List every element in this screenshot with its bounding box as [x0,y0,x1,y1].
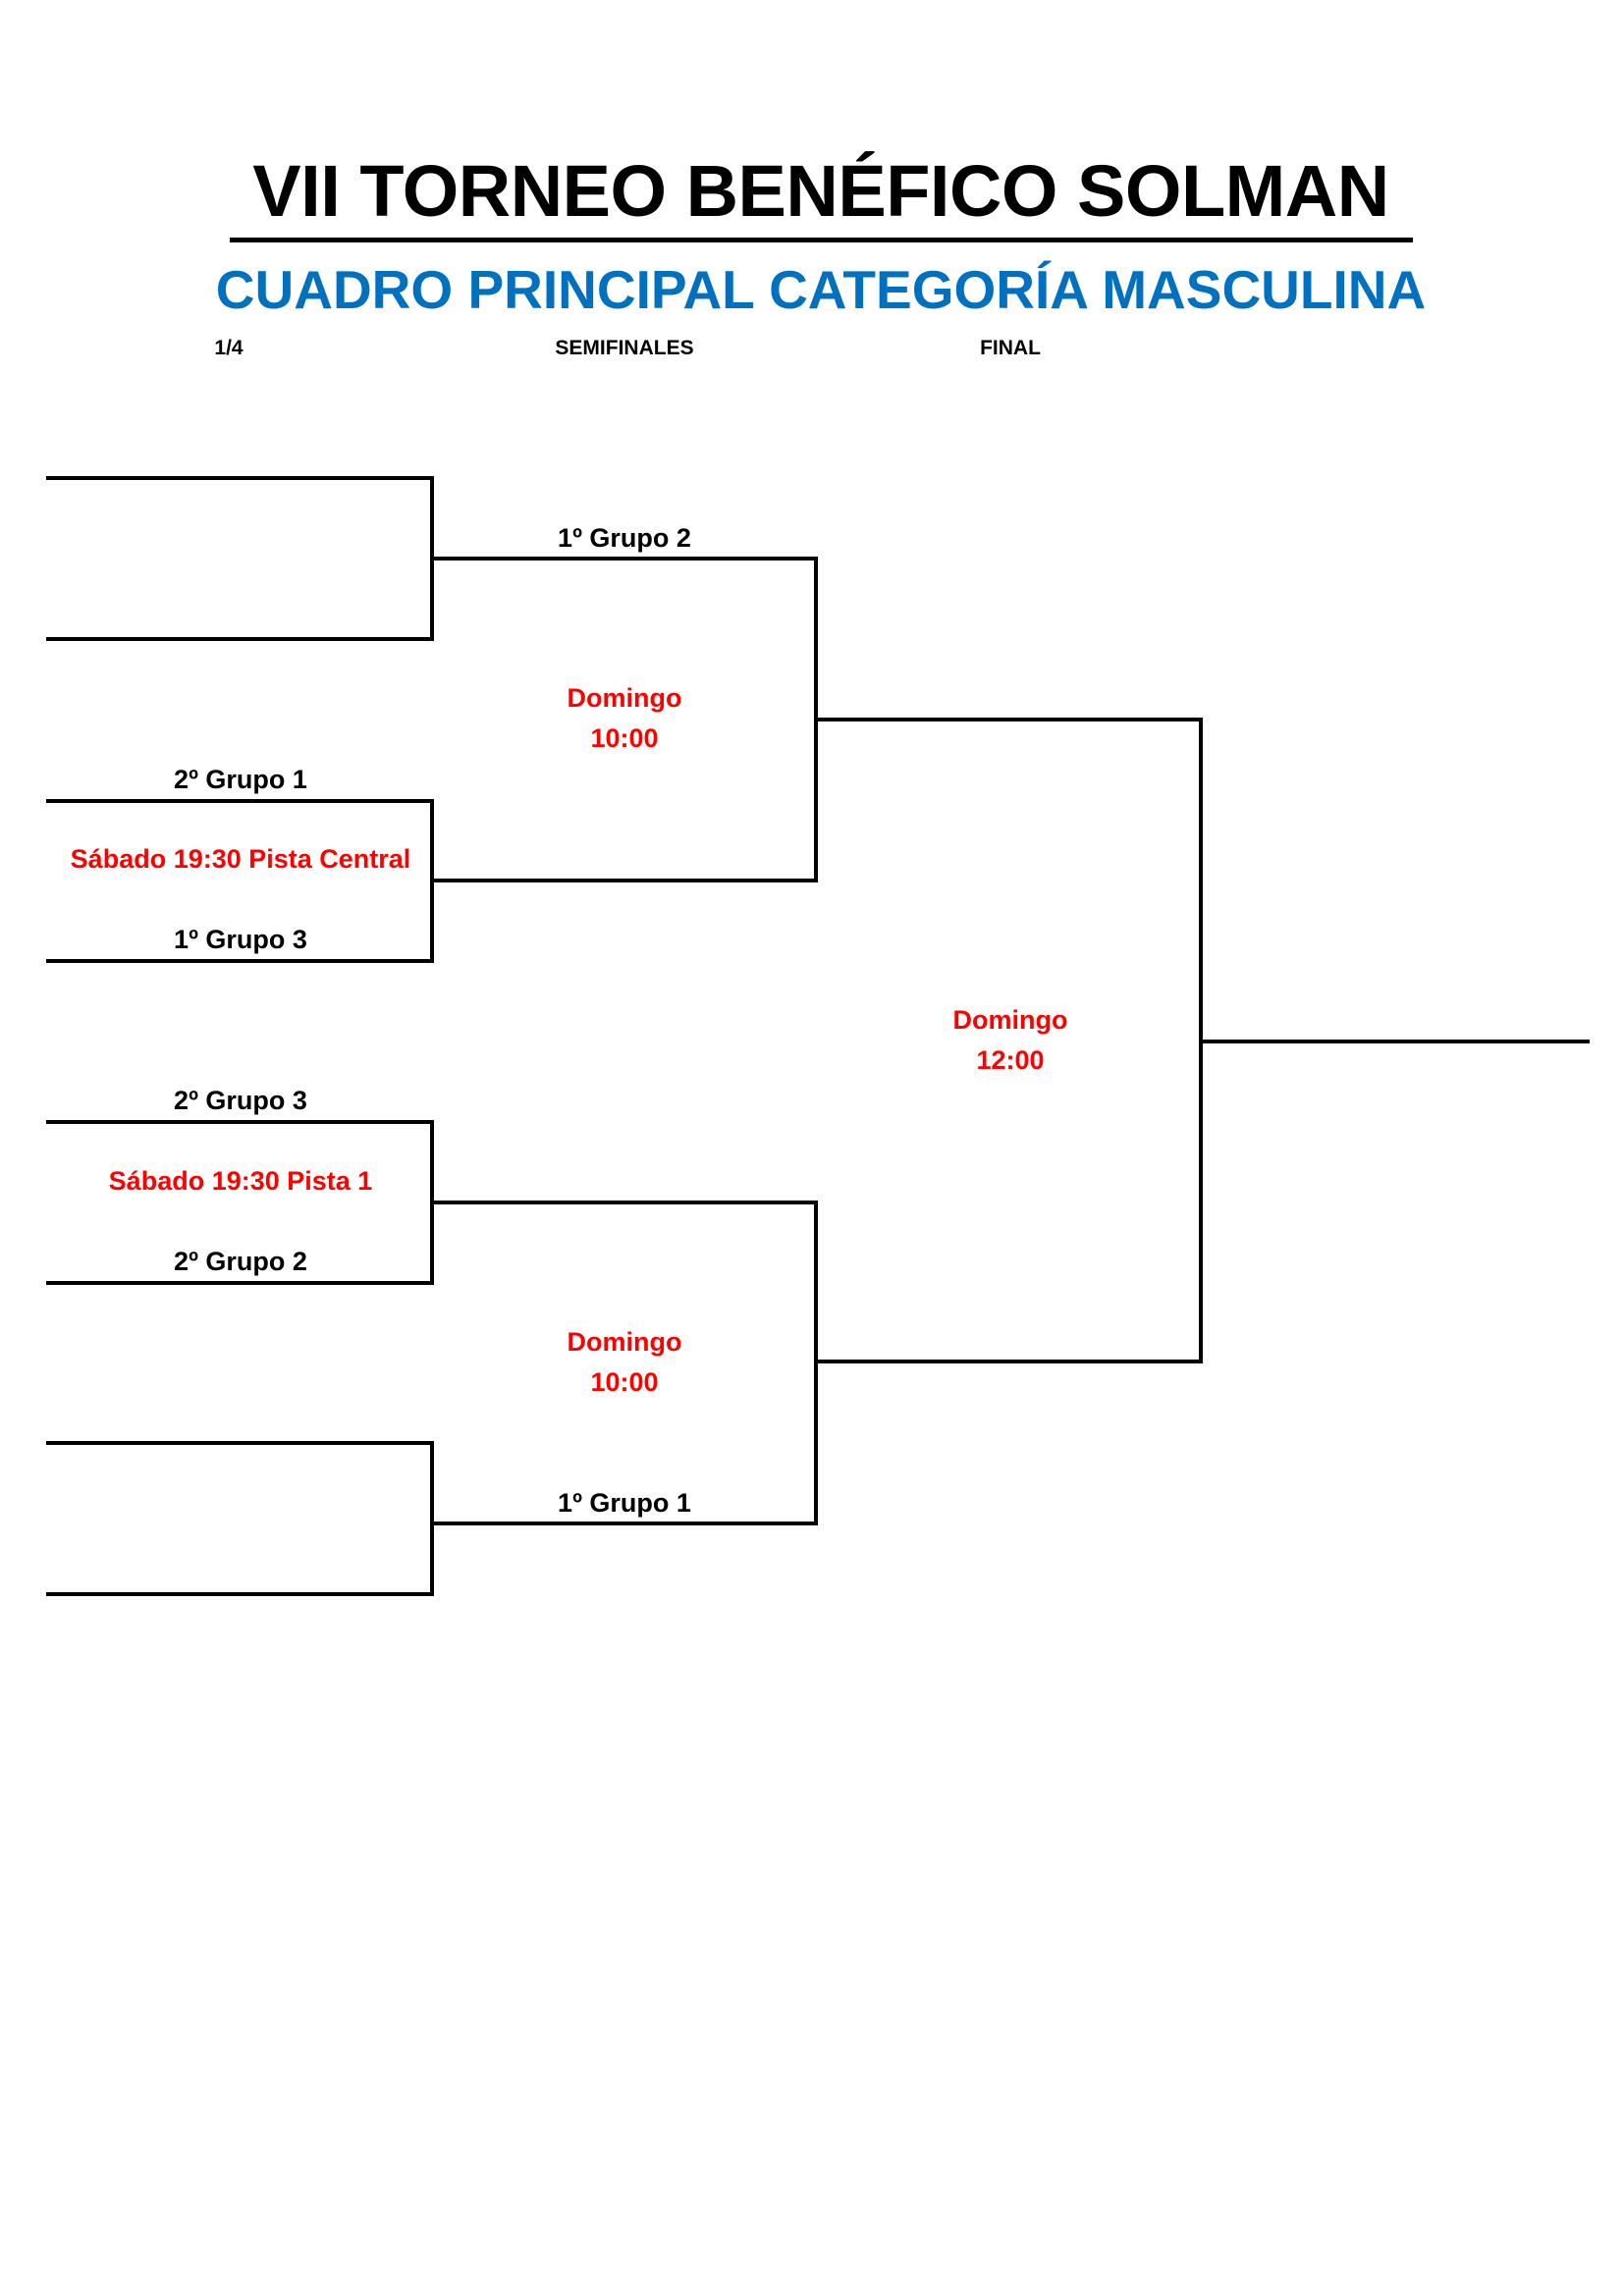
qf1-bracket [46,476,434,641]
qf3-schedule-label: Sábado 19:30 Pista 1 [108,1166,373,1196]
sf1-top-label: 1º Grupo 2 [558,523,691,553]
qf2-top-label: 2º Grupo 1 [174,765,307,794]
sf2-time-label: 10:00 [590,1367,659,1397]
sf2-bottom-label: 1º Grupo 1 [558,1488,691,1518]
qf2-bottom-label: 1º Grupo 3 [174,925,307,954]
final-day-label: Domingo [952,1005,1068,1035]
qf2-schedule-label: Sábado 19:30 Pista Central [70,844,411,874]
sf2-day-label: Domingo [567,1327,682,1357]
sf1-day-label: Domingo [567,683,682,713]
round-label-final: FINAL [980,337,1041,359]
qf4-bracket [46,1441,434,1596]
qf3-bottom-label: 2º Grupo 2 [174,1247,307,1276]
sf1-time-label: 10:00 [590,723,659,753]
qf3-top-label: 2º Grupo 3 [174,1086,307,1115]
title-underline [230,238,1413,242]
round-label-semifinals: SEMIFINALES [555,337,694,359]
round-label-quarterfinals: 1/4 [214,337,244,359]
page-title: VII TORNEO BENÉFICO SOLMAN [252,150,1389,232]
final-time-label: 12:00 [976,1045,1045,1075]
page-subtitle: CUADRO PRINCIPAL CATEGORÍA MASCULINA [215,259,1427,320]
